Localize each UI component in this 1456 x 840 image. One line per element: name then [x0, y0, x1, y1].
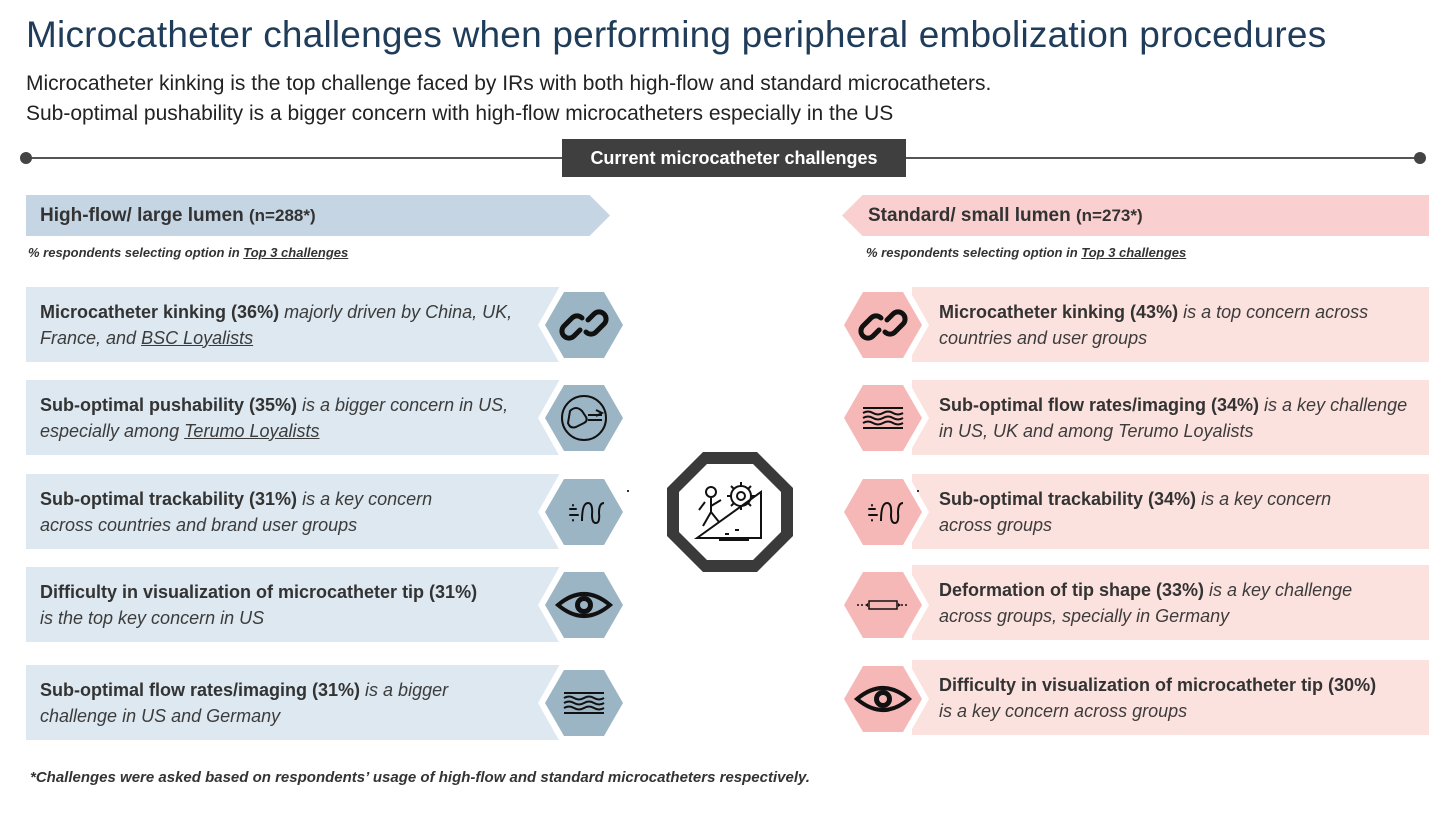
- item-detail: is a bigger concern in US, especially am…: [40, 394, 509, 441]
- item-detail: is a key concern across countries and br…: [40, 488, 433, 535]
- item-title: Sub-optimal trackability (31%): [40, 488, 298, 509]
- item-detail: is a top concern across countries and us…: [939, 301, 1369, 348]
- list-item: Sub-optimal trackability (34%) is a key …: [912, 474, 1429, 549]
- note-link[interactable]: Top 3 challenges: [243, 245, 349, 260]
- hand-push-icon: [536, 377, 632, 459]
- flow-waves-icon: [835, 377, 931, 459]
- list-item: Sub-optimal trackability (31%) is a key …: [26, 474, 566, 549]
- item-detail: is a key concern across groups: [939, 700, 1188, 721]
- list-item: Microcatheter kinking (43%) is a top con…: [912, 287, 1429, 362]
- list-item: Sub-optimal flow rates/imaging (31%) is …: [26, 665, 566, 740]
- footnote: *Challenges were asked based on responde…: [30, 769, 810, 786]
- item-title: Microcatheter kinking (43%): [939, 301, 1179, 322]
- eye-icon: [835, 658, 931, 740]
- item-detail: is a key challenge in US, UK and among T…: [939, 394, 1408, 441]
- chain-link-icon: [835, 284, 931, 366]
- divider-dot-right: [1414, 152, 1426, 164]
- item-title: Microcatheter kinking (36%): [40, 301, 280, 322]
- eye-icon: [536, 564, 632, 646]
- section-label: Current microcatheter challenges: [562, 139, 906, 177]
- decorative-dot: [917, 490, 919, 492]
- list-item: Sub-optimal flow rates/imaging (34%) is …: [912, 380, 1429, 455]
- note-prefix: % respondents selecting option in: [866, 245, 1082, 260]
- note-standard: % respondents selecting option in Top 3 …: [866, 245, 1186, 260]
- item-title: Sub-optimal flow rates/imaging (31%): [40, 679, 361, 700]
- list-item: Sub-optimal pushability (35%) is a bigge…: [26, 380, 566, 455]
- catheter-tip-icon: [835, 564, 931, 646]
- item-title: Difficulty in visualization of microcath…: [40, 581, 478, 602]
- flow-waves-icon: [536, 662, 632, 744]
- subtitle-line-1: Microcatheter kinking is the top challen…: [26, 72, 992, 95]
- item-link[interactable]: BSC Loyalists: [141, 327, 254, 348]
- banner-standard: Standard/ small lumen (n=273*): [842, 195, 1429, 236]
- winding-path-icon: [536, 471, 632, 553]
- banner-standard-n: (n=273*): [1076, 205, 1143, 225]
- note-high-flow: % respondents selecting option in Top 3 …: [28, 245, 348, 260]
- item-title: Sub-optimal trackability (34%): [939, 488, 1197, 509]
- page-title: Microcatheter challenges when performing…: [26, 14, 1327, 55]
- item-detail: is a bigger challenge in US and Germany: [40, 679, 449, 726]
- chain-link-icon: [536, 284, 632, 366]
- banner-high-flow-n: (n=288*): [249, 205, 316, 225]
- item-link[interactable]: Terumo Loyalists: [184, 420, 320, 441]
- banner-high-flow: High-flow/ large lumen (n=288*): [26, 195, 610, 236]
- item-title: Deformation of tip shape (33%): [939, 579, 1205, 600]
- item-detail: is the top key concern in US: [40, 607, 265, 628]
- item-title: Difficulty in visualization of microcath…: [939, 674, 1377, 695]
- list-item: Difficulty in visualization of microcath…: [26, 567, 566, 642]
- item-title: Sub-optimal flow rates/imaging (34%): [939, 394, 1260, 415]
- subtitle-line-2: Sub-optimal pushability is a bigger conc…: [26, 102, 894, 125]
- banner-high-flow-label: High-flow/ large lumen: [40, 204, 244, 226]
- banner-standard-label: Standard/ small lumen: [868, 204, 1071, 226]
- list-item: Difficulty in visualization of microcath…: [912, 660, 1429, 735]
- list-item: Deformation of tip shape (33%) is a key …: [912, 565, 1429, 640]
- climber-gear-icon: [663, 448, 797, 576]
- item-detail: majorly driven by China, UK, France, and: [40, 301, 513, 348]
- note-link[interactable]: Top 3 challenges: [1081, 245, 1187, 260]
- decorative-dot: [627, 490, 629, 492]
- list-item: Microcatheter kinking (36%) majorly driv…: [26, 287, 566, 362]
- winding-path-icon: [835, 471, 931, 553]
- divider-dot-left: [20, 152, 32, 164]
- item-detail: is a key challenge across groups, specia…: [939, 579, 1353, 626]
- note-prefix: % respondents selecting option in: [28, 245, 244, 260]
- item-title: Sub-optimal pushability (35%): [40, 394, 298, 415]
- item-detail: is a key concern across groups: [939, 488, 1332, 535]
